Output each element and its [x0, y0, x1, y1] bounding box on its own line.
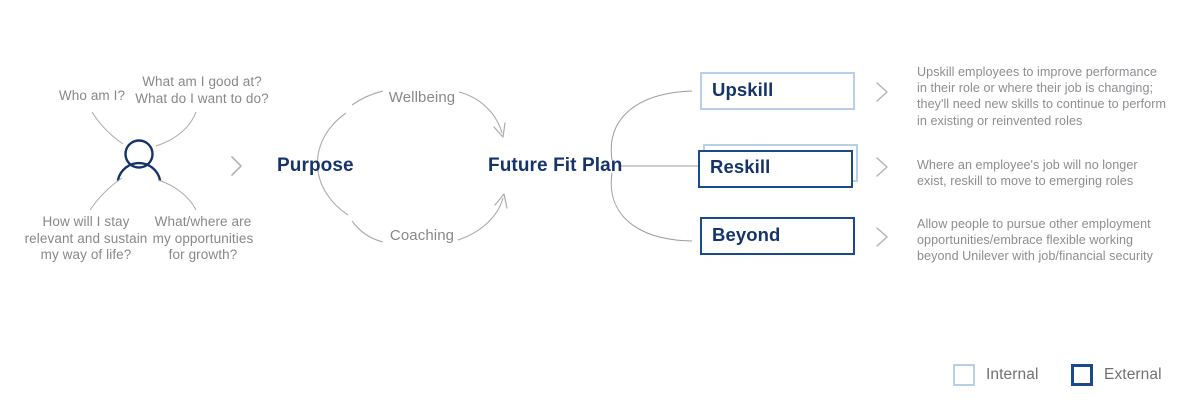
chevron-right-icon-beyond[interactable] — [876, 227, 888, 247]
legend-swatch-internal — [953, 364, 975, 386]
question-who-am-i: Who am I? — [58, 88, 126, 103]
legend-swatch-external — [1071, 364, 1093, 386]
purpose-node-label: Purpose — [277, 155, 354, 176]
chevron-right-icon-upskill[interactable] — [876, 82, 888, 102]
cycle-arrowhead-top — [493, 122, 506, 138]
outcome-box-beyond[interactable]: Beyond — [692, 211, 867, 261]
legend-item-external: External — [1071, 364, 1162, 386]
cycle-arrowhead-bottom — [494, 193, 508, 209]
leader-who-am-i — [91, 111, 124, 145]
legend-label-external: External — [1104, 366, 1162, 383]
chevron-right-icon-reskill[interactable] — [876, 157, 888, 177]
outcome-label-reskill: Reskill — [710, 156, 771, 177]
question-leader-lines — [89, 111, 197, 211]
outcome-description-upskill: Upskill employees to improve performance… — [917, 65, 1167, 128]
legend-item-internal: Internal — [953, 364, 1039, 386]
leader-what-good-at — [155, 111, 197, 147]
connector-upskill — [610, 90, 693, 161]
legend-label-internal: Internal — [986, 366, 1039, 383]
outcome-box-upskill[interactable]: Upskill — [692, 66, 867, 116]
reskill-box-border-external — [698, 150, 853, 188]
outcome-label-beyond: Beyond — [712, 224, 781, 245]
outcome-description-beyond: Allow people to pursue other employment … — [917, 217, 1153, 264]
cycle-label-coaching: Coaching — [389, 227, 455, 244]
connector-beyond — [610, 172, 693, 242]
question-stay-relevant: How will I stay relevant and sustain my … — [24, 214, 148, 262]
upskill-box-border-internal — [700, 72, 855, 110]
future-fit-plan-node-label: Future Fit Plan — [488, 155, 623, 176]
cycle-label-wellbeing: Wellbeing — [388, 89, 456, 106]
question-what-good-at: What am I good at? What do I want to do? — [135, 74, 269, 106]
outcome-label-upskill: Upskill — [712, 79, 774, 100]
leader-stay-relevant — [89, 177, 123, 211]
chevron-right-icon-person — [231, 156, 242, 176]
outcome-connector-lines — [610, 90, 698, 242]
outcome-description-reskill: Where an employee's job will no longer e… — [917, 158, 1138, 189]
outcome-box-reskill[interactable]: Reskill — [692, 141, 867, 191]
question-opportunities: What/where are my opportunities for grow… — [152, 214, 254, 262]
leader-opportunities — [157, 179, 197, 211]
beyond-box-border-external — [700, 217, 855, 255]
person-icon — [116, 139, 162, 182]
